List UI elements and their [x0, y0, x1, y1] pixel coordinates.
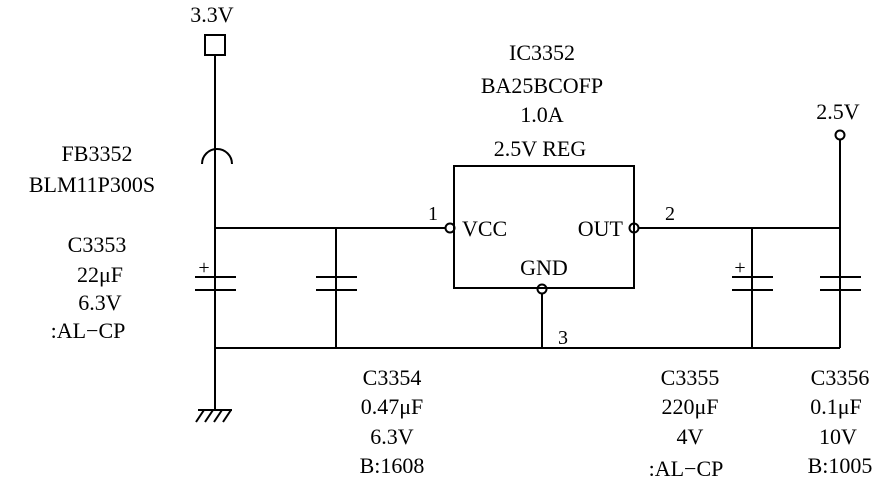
regulator-description: 2.5V REG — [494, 136, 587, 161]
c3354-voltage: 6.3V — [370, 424, 414, 449]
regulator-ref: IC3352 — [509, 40, 575, 65]
supply-out-label: 2.5V — [816, 99, 860, 124]
supply-in-label: 3.3V — [190, 2, 234, 27]
regulator-part: BA25BCOFP — [481, 73, 603, 98]
c3355-value: 220μF — [661, 394, 718, 419]
out-pin-number: 2 — [665, 203, 675, 225]
c3356-value: 0.1μF — [810, 394, 862, 419]
ground-icon — [195, 409, 232, 423]
gnd-pin-terminal — [536, 283, 548, 295]
output-terminal — [834, 129, 846, 141]
c3355-ref: C3355 — [661, 365, 720, 390]
c3353-value: 22μF — [77, 262, 123, 287]
c3356-ref: C3356 — [811, 365, 870, 390]
c3355-polarity: + — [734, 257, 745, 279]
c3356-voltage: 10V — [819, 424, 857, 449]
ferrite-part: BLM11P300S — [29, 172, 155, 197]
c3354-type: B:1608 — [360, 453, 425, 478]
gnd-pin-number: 3 — [558, 327, 568, 349]
regulator-current: 1.0A — [520, 102, 564, 127]
regulator-body — [453, 165, 635, 289]
c3353-polarity: + — [198, 257, 209, 279]
c3353-ref: C3353 — [68, 232, 127, 257]
input-terminal — [204, 34, 226, 56]
regulator-vcc-name: VCC — [462, 216, 507, 241]
c3354-value: 0.47μF — [361, 394, 424, 419]
ferrite-ref: FB3352 — [62, 141, 133, 166]
c3353-voltage: 6.3V — [78, 290, 122, 315]
c3356-type: B:1005 — [808, 453, 873, 478]
vcc-pin-number: 1 — [428, 203, 438, 225]
c3355-voltage: 4V — [677, 424, 704, 449]
ferrite-bead-symbol — [201, 148, 233, 165]
regulator-gnd-name: GND — [520, 255, 568, 280]
regulator-out-name: OUT — [578, 216, 624, 241]
c3354-ref: C3354 — [363, 365, 422, 390]
c3353-type: :AL−CP — [51, 318, 126, 343]
c3355-type: :AL−CP — [649, 456, 724, 481]
